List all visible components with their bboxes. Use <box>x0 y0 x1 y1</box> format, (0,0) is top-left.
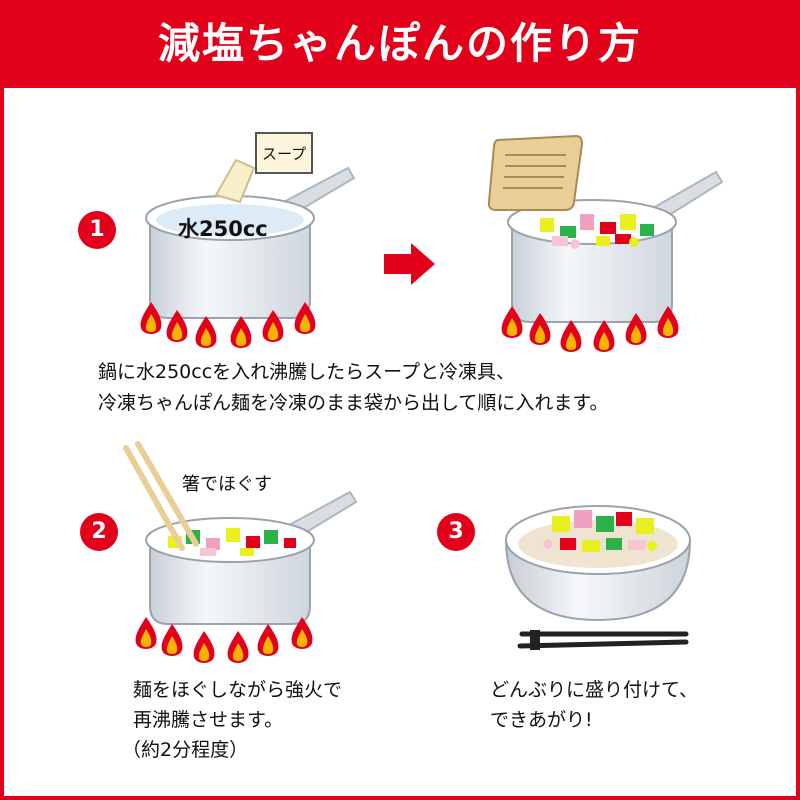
step-3-text-line1: どんぶりに盛り付けて、 <box>490 679 699 701</box>
ramen-bowl <box>504 505 692 622</box>
step-3-number: 3 <box>448 519 464 544</box>
step-2-text-line2: 再沸騰させます。 <box>133 709 284 731</box>
step1-pot <box>145 166 356 319</box>
step-2-number: 2 <box>91 519 107 544</box>
step-1-text-line1: 鍋に水250ccを入れ沸騰したらスープと冷凍具、 <box>98 361 516 383</box>
step-1-badge: 1 <box>78 211 116 249</box>
spatula-icon <box>487 134 584 211</box>
page-title: 減塩ちゃんぽんの作り方 <box>157 19 642 68</box>
step-2-text-line3: （約2分程度） <box>122 739 249 761</box>
step-2-text-line1: 麺をほぐしながら強火で <box>133 679 343 701</box>
next-arrow-icon <box>384 243 435 285</box>
step-3-badge: 3 <box>437 513 475 551</box>
title-banner: 減塩ちゃんぽんの作り方 <box>0 0 800 88</box>
soup-packet <box>214 132 313 204</box>
water-label: 水250cc <box>178 217 268 241</box>
step-1-text-line2: 冷凍ちゃんぽん麺を冷凍のまま袋から出して順に入れます。 <box>98 392 609 414</box>
step-1-number: 1 <box>89 217 105 242</box>
chopsticks-label: 箸でほぐす <box>182 474 272 495</box>
black-chopsticks-icon <box>517 630 689 650</box>
step-2-badge: 2 <box>80 513 118 551</box>
step-3-text-line2: できあがり! <box>490 709 593 731</box>
soup-label: スープ <box>262 145 307 163</box>
chopsticks-icon <box>123 441 199 551</box>
